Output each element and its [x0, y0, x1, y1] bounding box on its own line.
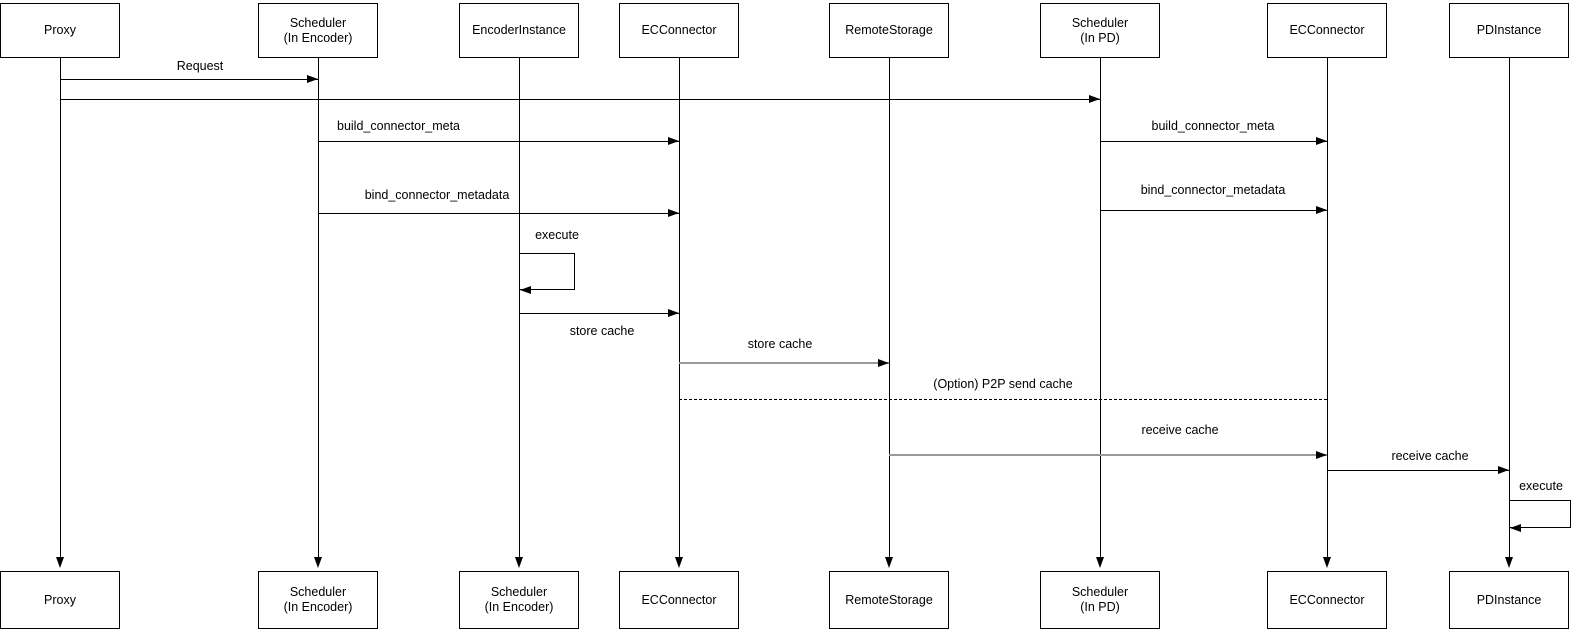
message-label-bind-connector-metadata-pd: bind_connector_metadata: [1140, 183, 1286, 197]
message-line-request: [60, 79, 318, 80]
actor-bottom-scheduler-pd: Scheduler (In PD): [1040, 571, 1160, 629]
arrowhead-icon: [878, 359, 889, 367]
lifeline-arrowhead-icon: [314, 557, 322, 568]
message-line-store-cache-to-ec: [519, 313, 679, 314]
message-line-proxy-to-scheduler-pd: [60, 99, 1100, 100]
lifeline-ec-connector-2: [1327, 58, 1328, 558]
lifeline-arrowhead-icon: [885, 557, 893, 568]
arrowhead-icon: [668, 309, 679, 317]
arrowhead-icon: [1316, 206, 1327, 214]
message-label-p2p-send-cache: (Option) P2P send cache: [933, 377, 1073, 391]
message-line-bind-connector-metadata-pd: [1100, 210, 1327, 211]
actor-top-scheduler-encoder: Scheduler (In Encoder): [258, 3, 378, 58]
lifeline-arrowhead-icon: [675, 557, 683, 568]
actor-top-ec-connector-1: ECConnector: [619, 3, 739, 58]
actor-bottom-ec-connector-1: ECConnector: [619, 571, 739, 629]
actor-top-pd-instance: PDInstance: [1449, 3, 1569, 58]
message-label-receive-cache-to-pd: receive cache: [1391, 449, 1469, 463]
actor-top-scheduler-pd: Scheduler (In PD): [1040, 3, 1160, 58]
arrowhead-icon: [1316, 137, 1327, 145]
message-label-build-connector-meta-pd: build_connector_meta: [1151, 119, 1275, 133]
actor-top-ec-connector-2: ECConnector: [1267, 3, 1387, 58]
actor-bottom-ec-connector-2: ECConnector: [1267, 571, 1387, 629]
lifeline-scheduler-pd: [1100, 58, 1101, 558]
message-line-bind-connector-metadata-encoder: [318, 213, 679, 214]
actor-bottom-proxy: Proxy: [0, 571, 120, 629]
message-label-build-connector-meta-encoder: build_connector_meta: [337, 119, 460, 133]
actor-top-proxy: Proxy: [0, 3, 120, 58]
message-label-execute-pd: execute: [1519, 479, 1563, 493]
message-line-receive-cache-to-pd: [1327, 470, 1509, 471]
actor-top-encoder-instance: EncoderInstance: [459, 3, 579, 58]
arrowhead-icon: [1316, 451, 1327, 459]
message-line-build-connector-meta-pd: [1100, 141, 1327, 142]
lifeline-remote-storage: [889, 58, 890, 558]
arrowhead-icon: [1498, 466, 1509, 474]
self-loop-execute-pd: [1509, 500, 1571, 528]
message-label-execute-encoder: execute: [535, 228, 579, 242]
message-line-receive-cache-to-ec: [889, 454, 1327, 456]
message-line-store-cache-to-remote: [679, 362, 889, 364]
message-line-build-connector-meta-encoder: [318, 141, 679, 142]
message-label-bind-connector-metadata-encoder: bind_connector_metadata: [364, 188, 510, 202]
actor-bottom-scheduler-encoder-1: Scheduler (In Encoder): [258, 571, 378, 629]
lifeline-proxy: [60, 58, 61, 558]
lifeline-encoder-instance: [519, 58, 520, 558]
lifeline-arrowhead-icon: [56, 557, 64, 568]
actor-bottom-scheduler-encoder-2: Scheduler (In Encoder): [459, 571, 579, 629]
lifeline-arrowhead-icon: [1096, 557, 1104, 568]
lifeline-arrowhead-icon: [1323, 557, 1331, 568]
actor-bottom-remote-storage: RemoteStorage: [829, 571, 949, 629]
actor-top-remote-storage: RemoteStorage: [829, 3, 949, 58]
lifeline-ec-connector-1: [679, 58, 680, 558]
arrowhead-icon: [668, 209, 679, 217]
lifeline-pd-instance: [1509, 58, 1510, 558]
self-loop-execute-encoder: [519, 253, 575, 290]
arrowhead-icon: [668, 137, 679, 145]
message-label-receive-cache-to-ec: receive cache: [1141, 423, 1219, 437]
arrowhead-icon: [1089, 95, 1100, 103]
message-label-store-cache-to-remote: store cache: [747, 337, 813, 351]
message-label-store-cache-to-ec: store cache: [569, 324, 635, 338]
arrowhead-icon: [520, 286, 531, 294]
actor-bottom-pd-instance: PDInstance: [1449, 571, 1569, 629]
message-label-request: Request: [176, 59, 224, 73]
message-line-p2p-send-cache: [679, 399, 1327, 400]
arrowhead-icon: [307, 75, 318, 83]
arrowhead-icon: [1510, 524, 1521, 532]
lifeline-arrowhead-icon: [1505, 557, 1513, 568]
lifeline-arrowhead-icon: [515, 557, 523, 568]
lifeline-scheduler-encoder: [318, 58, 319, 558]
